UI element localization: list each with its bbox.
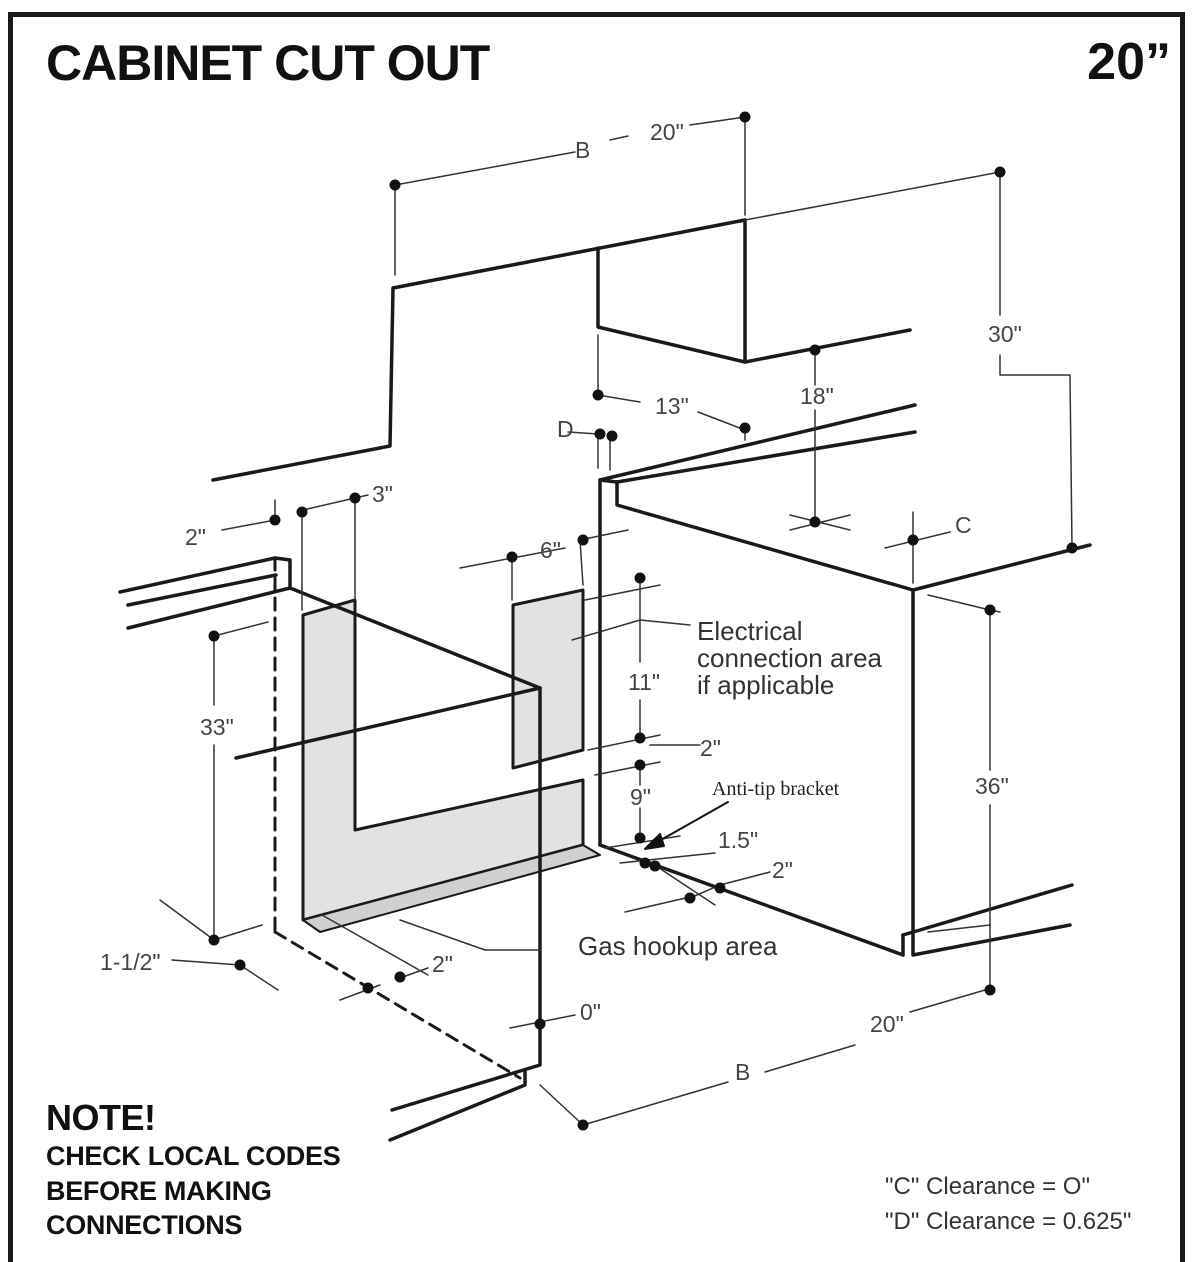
electrical-label-1: Electrical [697, 616, 802, 646]
note-line-2: BEFORE MAKING [46, 1176, 272, 1206]
gas-floor-strip [302, 844, 601, 933]
dim-20-top: 20" [650, 119, 684, 145]
dim-6: 6" [540, 537, 561, 563]
dim-b-top: B [575, 137, 590, 163]
dim-0: 0" [580, 999, 601, 1025]
dim-18: 18" [800, 383, 834, 409]
dim-2-left: 2" [185, 524, 206, 550]
dim-30: 30" [988, 321, 1022, 347]
anti-tip-arrow [644, 801, 729, 850]
dim-33: 33" [200, 714, 234, 740]
d-clearance-note: "D" Clearance = 0.625" [885, 1208, 1132, 1235]
electrical-label-2: connection area [697, 643, 883, 673]
dim-2-bottom: 2" [432, 951, 453, 977]
dim-2-mid: 2" [700, 735, 721, 761]
dimension-dots [208, 111, 1078, 1131]
dim-11: 11" [628, 669, 660, 695]
c-clearance-note: "C" Clearance = O" [885, 1173, 1090, 1200]
dim-9: 9" [630, 784, 651, 810]
dim-13: 13" [655, 393, 689, 419]
dim-3: 3" [372, 481, 393, 507]
dim-b-bottom: B [735, 1059, 750, 1085]
dim-c: C [955, 512, 972, 538]
note-line-3: CONNECTIONS [46, 1210, 243, 1240]
electrical-connection-area [511, 588, 585, 770]
wall-cabinet-outline [211, 218, 912, 482]
note-line-1: CHECK LOCAL CODES [46, 1141, 341, 1171]
gas-hookup-label: Gas hookup area [578, 931, 778, 961]
right-countertop-outline [598, 403, 1092, 957]
dimension-lines [159, 116, 1073, 1126]
left-countertop-outline [118, 556, 542, 760]
page-title: CABINET CUT OUT [46, 35, 490, 91]
dim-2-right: 2" [772, 857, 793, 883]
cutout-size: 20” [1087, 33, 1171, 91]
dim-1-1-2: 1-1/2" [100, 949, 161, 975]
anti-tip-label: Anti-tip bracket [712, 778, 840, 800]
dim-1-5: 1.5" [718, 827, 758, 853]
dim-d: D [557, 416, 574, 442]
dashed-hidden-lines [273, 556, 522, 1080]
note-title: NOTE! [46, 1097, 156, 1138]
dim-36: 36" [975, 773, 1009, 799]
diagram-frame [8, 12, 1185, 1262]
dim-20-bottom: 20" [870, 1011, 904, 1037]
electrical-label-3: if applicable [697, 670, 834, 700]
